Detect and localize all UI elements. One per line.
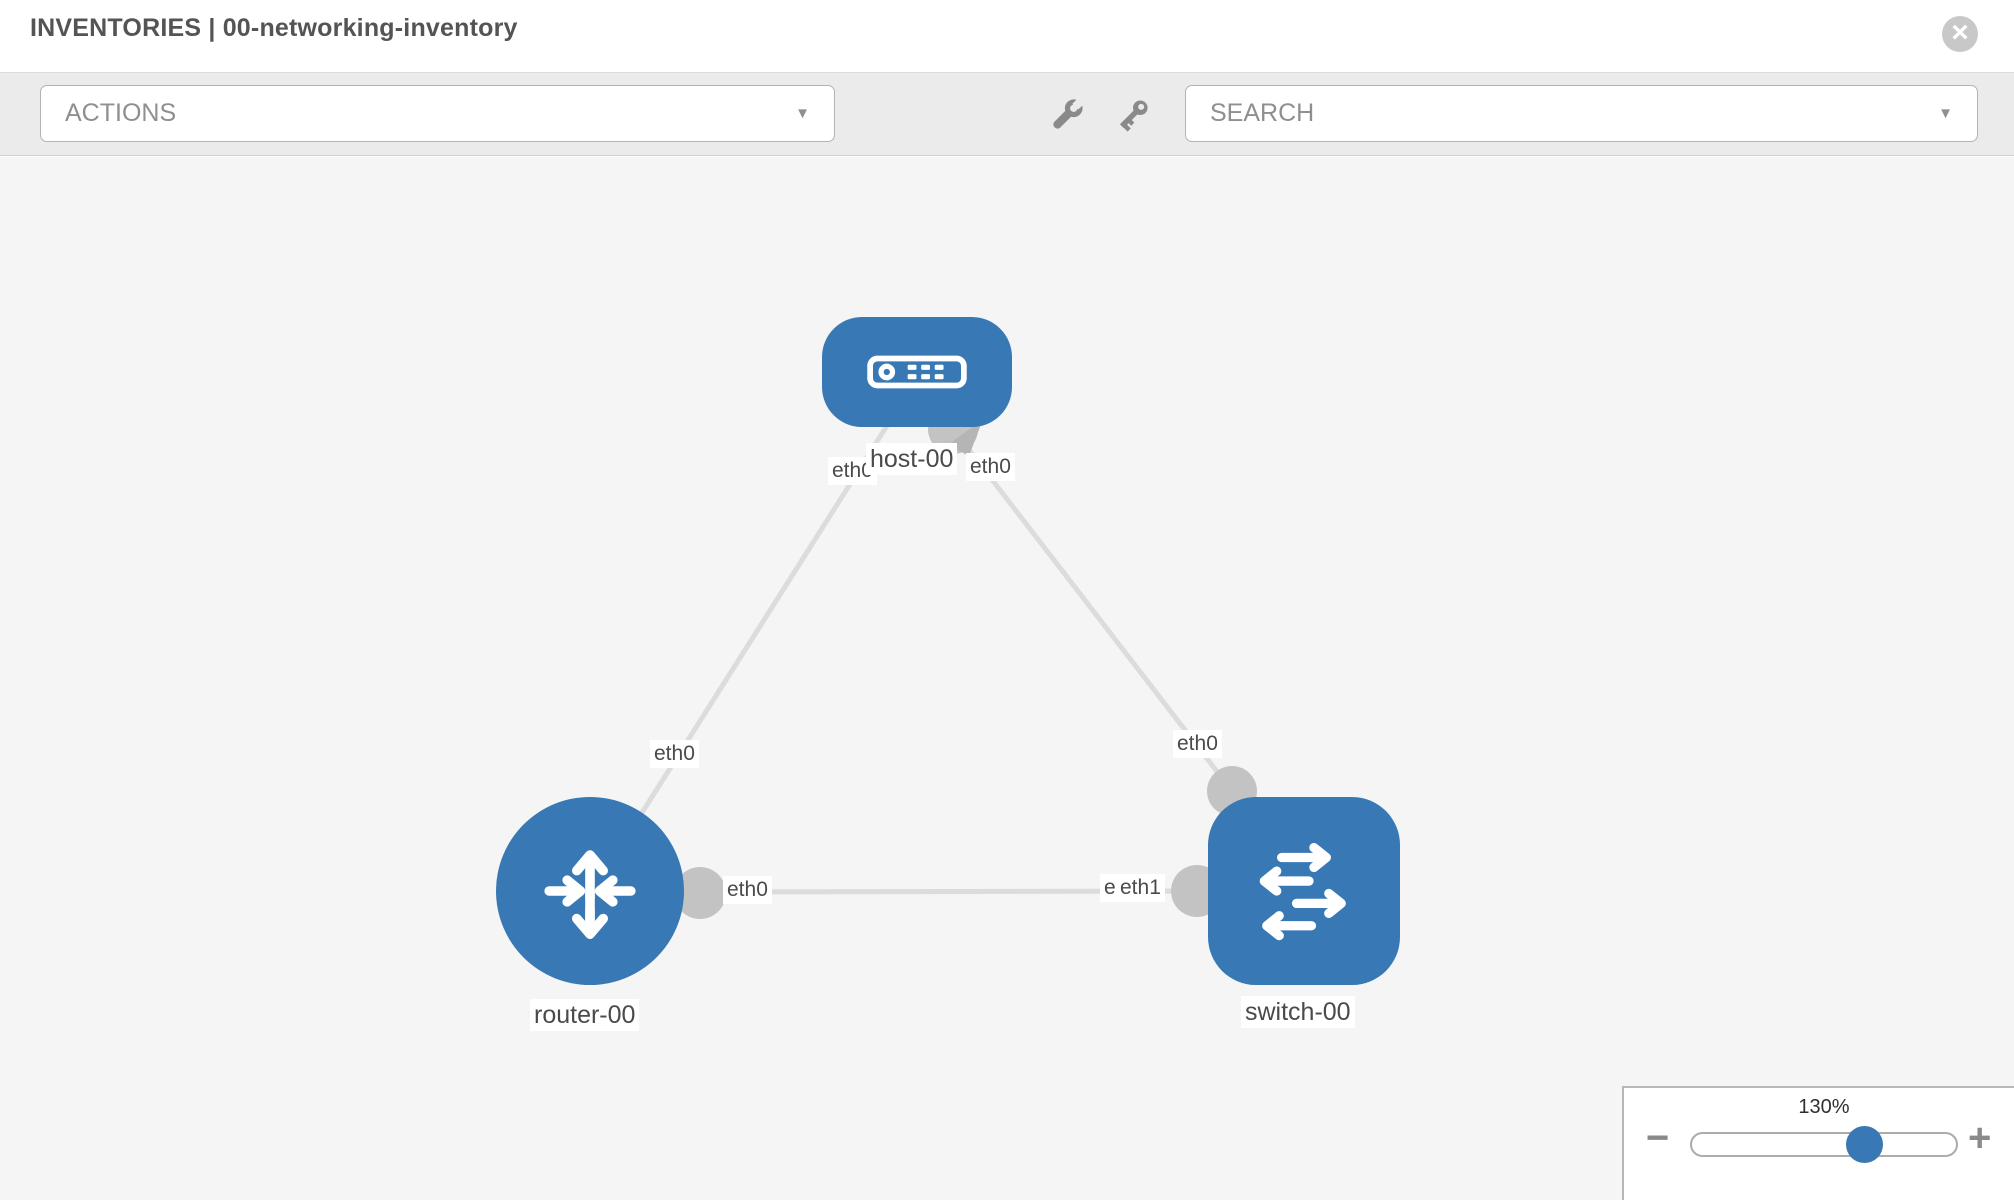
links-layer bbox=[597, 404, 1257, 919]
zoom-slider-handle[interactable] bbox=[1846, 1126, 1883, 1163]
close-icon: × bbox=[1951, 15, 1969, 49]
toolbar: ACTIONS ▼ bbox=[0, 73, 2014, 156]
topology-canvas[interactable]: host-00 router-00 switch-00 eth0 eth0 et… bbox=[0, 157, 2014, 1200]
node-label-switch: switch-00 bbox=[1241, 996, 1355, 1028]
iface-label-switch-front: eth1 bbox=[1116, 874, 1165, 902]
iface-label-switch-link: eth0 bbox=[1173, 730, 1222, 758]
wrench-icon[interactable] bbox=[1048, 96, 1086, 134]
node-host-00[interactable] bbox=[822, 317, 1012, 427]
chevron-down-icon: ▼ bbox=[795, 105, 810, 122]
zoom-level-value: 130% bbox=[1798, 1096, 1850, 1118]
interface-dot-router bbox=[674, 867, 726, 919]
actions-dropdown[interactable]: ACTIONS ▼ bbox=[40, 85, 835, 142]
node-switch-00[interactable] bbox=[1208, 797, 1400, 985]
iface-label-router-link: eth0 bbox=[650, 740, 699, 768]
iface-label-host-right: eth0 bbox=[966, 453, 1015, 481]
link-host-router[interactable] bbox=[597, 419, 893, 881]
iface-label-router-right: eth0 bbox=[723, 876, 772, 904]
node-label-host: host-00 bbox=[866, 443, 958, 475]
router-icon bbox=[544, 850, 636, 939]
zoom-in-button[interactable]: + bbox=[1968, 1116, 1992, 1160]
actions-dropdown-label: ACTIONS bbox=[65, 99, 177, 127]
search-placeholder: SEARCH bbox=[1210, 99, 1315, 127]
zoom-slider-track[interactable] bbox=[1690, 1132, 1958, 1157]
panel-header: INVENTORIES | 00-networking-inventory × bbox=[0, 0, 2014, 73]
zoom-control-panel: 130% − + bbox=[1622, 1086, 2014, 1200]
close-button[interactable]: × bbox=[1942, 16, 1978, 52]
wrench-icon-svg bbox=[1053, 97, 1085, 129]
search-dropdown[interactable]: SEARCH ▼ bbox=[1185, 85, 1978, 142]
node-label-router: router-00 bbox=[530, 999, 640, 1031]
host-icon bbox=[867, 355, 967, 389]
switch-icon bbox=[1259, 842, 1346, 941]
page-title: INVENTORIES | 00-networking-inventory bbox=[30, 14, 518, 42]
chevron-down-icon: ▼ bbox=[1938, 105, 1953, 122]
key-icon[interactable] bbox=[1114, 96, 1152, 134]
key-icon-svg bbox=[1119, 100, 1148, 132]
zoom-out-button[interactable]: − bbox=[1646, 1116, 1670, 1160]
node-router-00[interactable] bbox=[496, 797, 684, 985]
